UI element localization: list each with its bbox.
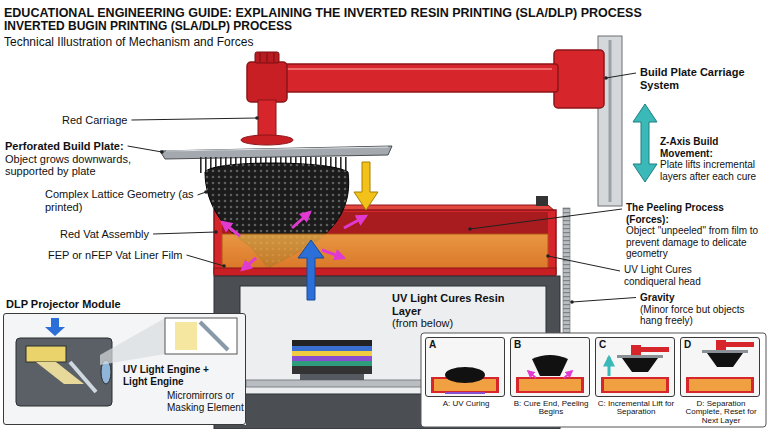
label-group: Complex Lattice Geometry (as printed) [45, 188, 195, 213]
leader-dot [570, 300, 574, 304]
callout-label: (Minor force but objects hang freely) [640, 304, 764, 327]
callout-label: (from below) [392, 317, 512, 330]
node-text: A: UV Curing [423, 400, 509, 408]
callout-label: UV Light Cures condiqueral head [624, 264, 744, 287]
callout-label: FEP or nFEP Vat Liner Film [48, 249, 208, 262]
label-group: FEP or nFEP Vat Liner Film [48, 249, 208, 262]
label-group: Technical Illustration of Mechanism and … [4, 36, 504, 50]
text-slot: A: UV Curing [423, 400, 509, 408]
callout-label: Gravity [640, 292, 764, 304]
text-slot: C [599, 339, 619, 351]
callout-label: Object grows downwards, supported by pla… [5, 153, 155, 178]
label-group: UV Light Cures condiqueral head [624, 264, 744, 287]
label-group: The Peeling Process (Forces):Object "unp… [626, 202, 764, 260]
step-panel: DD: Separation Complete, Reset for Next … [680, 337, 760, 397]
callout-label: Red Vat Assembly [60, 228, 210, 241]
callout-label: Red Carriage [62, 114, 212, 127]
text-slot: DLP Projector Module [6, 298, 206, 311]
leader-dot [222, 264, 226, 268]
callout-label: Object "unpeeled" from film to prevent d… [626, 225, 764, 260]
label-group: UV Light Cures Resin Layer(from below) [392, 292, 512, 330]
node-text: UV Light Engine + Light Engine [123, 364, 209, 387]
label-group: Gravity(Minor force but objects hang fre… [640, 292, 764, 327]
text-slot: Micromirrors or Masking Element [167, 390, 247, 413]
callout-label: UV Light Cures Resin Layer [392, 292, 512, 317]
node-heading: D [684, 339, 704, 351]
text-slot: B: Cure End, Peeling Begins [508, 400, 594, 417]
leader-dot [604, 76, 608, 80]
callout-label: Build Plate Carriage System [640, 66, 752, 91]
leader-line [131, 118, 257, 120]
step-panel: BB: Cure End, Peeling Begins [510, 337, 590, 397]
leader-line [128, 146, 162, 152]
leader-line [572, 298, 636, 303]
leader-line [187, 255, 225, 266]
callout-label: Plate lifts incremental layers after eac… [660, 159, 764, 182]
page-title: EDUCATIONAL ENGINEERING GUIDE: EXPLAININ… [4, 6, 642, 20]
leader-line [153, 232, 216, 234]
callout-label: Perforated Build Plate: [5, 140, 155, 153]
inset-box: DLP Projector ModuleUV Light Engine + Li… [3, 313, 246, 425]
node-heading: A [429, 339, 449, 351]
step-panel: AA: UV Curing [425, 337, 505, 397]
leader-line [548, 256, 620, 271]
node-text: C: Incremental Lift for Separation [593, 400, 679, 417]
label-group: Perforated Build Plate:Object grows down… [5, 140, 155, 178]
leader-dot [468, 227, 472, 231]
text-slot: D [684, 339, 704, 351]
title-slot: EDUCATIONAL ENGINEERING GUIDE: EXPLAININ… [4, 3, 642, 21]
callout-label: Complex Lattice Geometry (as printed) [45, 188, 195, 213]
leader-dot [214, 230, 218, 234]
node-heading: C [599, 339, 619, 351]
callout-label: Z-Axis Build Movement: [660, 136, 764, 159]
label-group: INVERTED BUGIN PRINTING (SLA/DLP) PROCES… [4, 20, 504, 34]
label-group: Z-Axis Build Movement:Plate lifts increm… [660, 136, 764, 182]
callout-label: The Peeling Process (Forces): [626, 202, 764, 225]
leader-dot [160, 150, 164, 154]
node-text: B: Cure End, Peeling Begins [508, 400, 594, 417]
leader-dot [255, 116, 259, 120]
text-slot: D: Separation Complete, Reset for Next L… [678, 400, 764, 425]
leader-dot [204, 190, 208, 194]
node-text: Micromirrors or Masking Element [167, 390, 247, 413]
node-heading: DLP Projector Module [6, 298, 206, 311]
leader-line [606, 73, 636, 78]
leader-dot [546, 254, 550, 258]
callout-label: Technical Illustration of Mechanism and … [4, 36, 504, 50]
text-slot: B [514, 339, 534, 351]
label-group: Build Plate Carriage System [640, 66, 752, 91]
leader-line [470, 209, 622, 229]
node-heading: B [514, 339, 534, 351]
node-text: D: Separation Complete, Reset for Next L… [678, 400, 764, 425]
text-slot: UV Light Engine + Light Engine [123, 364, 209, 387]
label-group: Red Vat Assembly [60, 228, 210, 241]
step-panel: CC: Incremental Lift for Separation [595, 337, 675, 397]
text-slot: C: Incremental Lift for Separation [593, 400, 679, 417]
callout-label: INVERTED BUGIN PRINTING (SLA/DLP) PROCES… [4, 20, 504, 34]
text-slot: A [429, 339, 449, 351]
label-group: Red Carriage [62, 114, 212, 127]
